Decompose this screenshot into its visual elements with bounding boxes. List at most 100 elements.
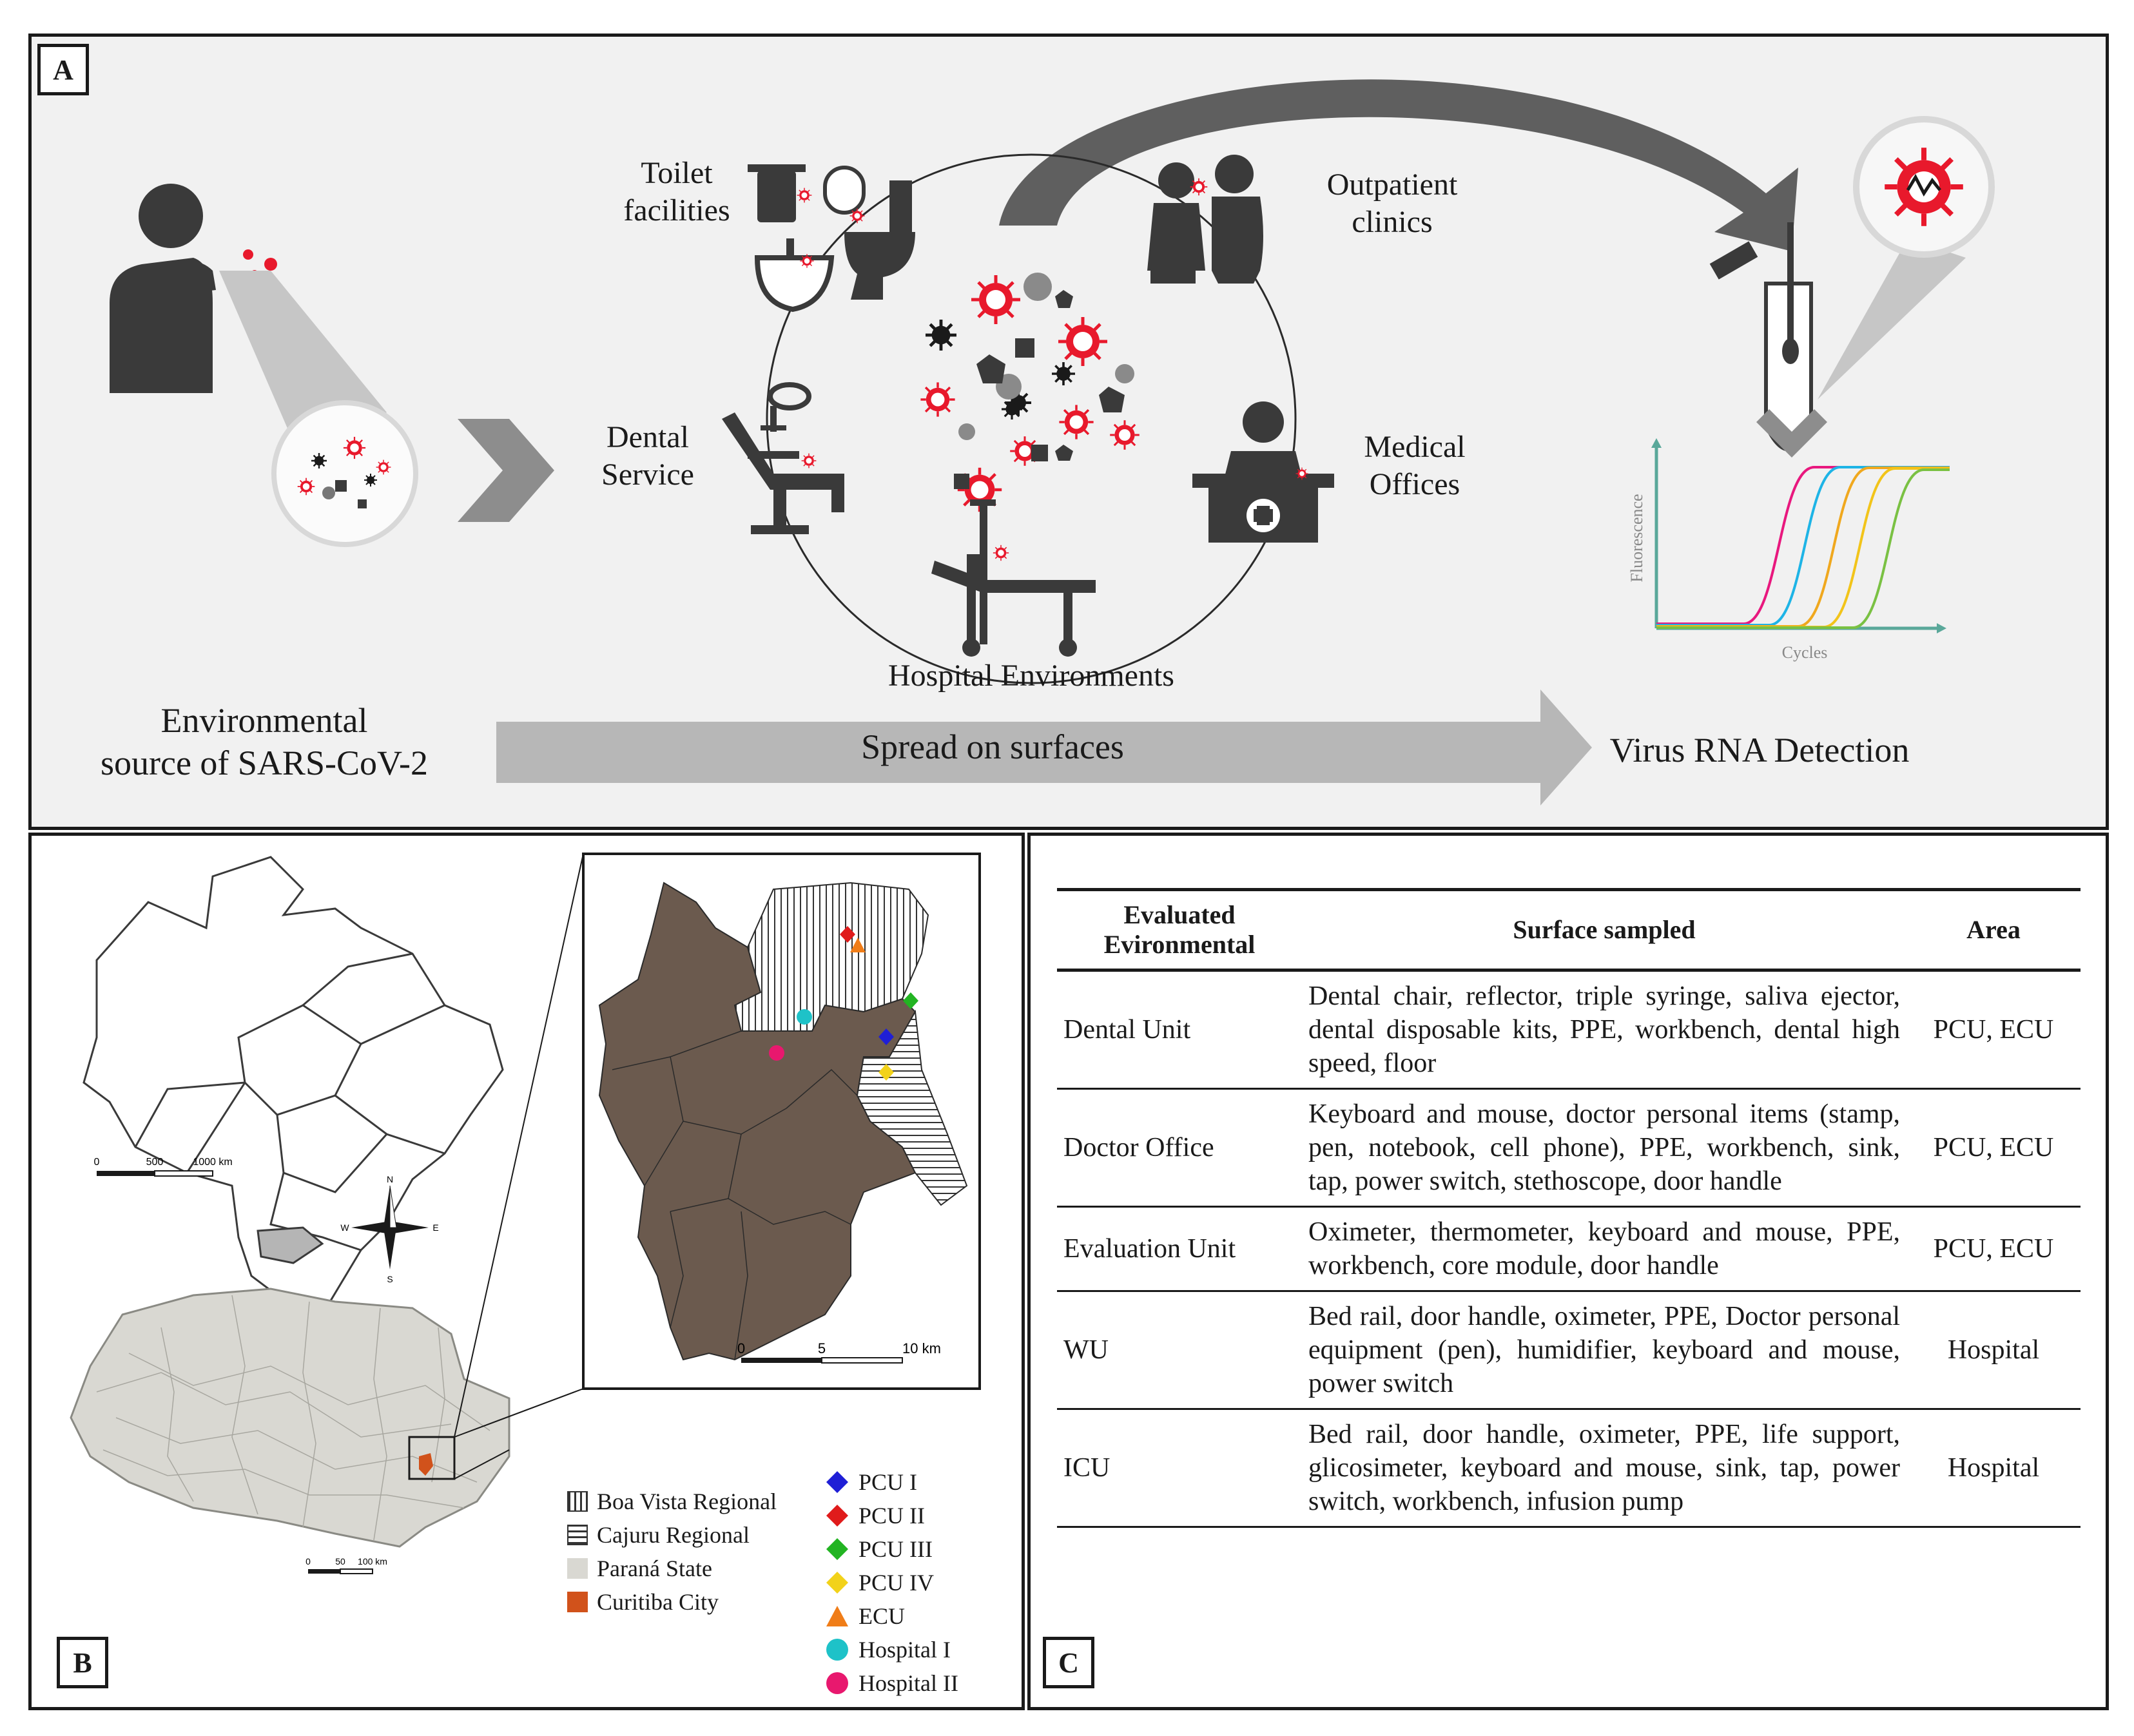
- scale-curitiba-5: 5: [818, 1340, 826, 1356]
- marker-pcu-iv: [878, 1064, 894, 1081]
- cell-surface: Keyboard and mouse, doctor personal item…: [1302, 1088, 1906, 1208]
- cell-surface: Dental chair, reflector, triple syringe,…: [1302, 970, 1906, 1090]
- scale-bar-brazil: [97, 1170, 213, 1177]
- compass-e: E: [432, 1222, 438, 1233]
- scale-brazil-500: 500: [146, 1157, 164, 1168]
- label-spread: Spread on surfaces: [861, 728, 1124, 766]
- medical-desk-icon: [1192, 401, 1334, 543]
- scale-parana-100: 100 km: [358, 1556, 387, 1567]
- label-hospital: Hospital Environments: [888, 659, 1174, 693]
- scale-bar-curitiba: [741, 1357, 903, 1364]
- legend-unit-label: PCU IV: [858, 1570, 935, 1596]
- legend-curitiba: Curitiba City: [567, 1589, 719, 1615]
- toilet-icon: [748, 164, 915, 313]
- curitiba-swatch: [567, 1592, 588, 1612]
- panel-c-tag: C: [1043, 1637, 1094, 1688]
- legend-unit-item: Hospital I: [825, 1637, 951, 1663]
- cycle-ring: [766, 153, 1297, 684]
- circle-marker-icon: [825, 1637, 849, 1662]
- table-row: Dental Unit Dental chair, reflector, tri…: [1057, 970, 2081, 1090]
- label-medical: Medical Offices: [1364, 430, 1466, 501]
- legend-boa-vista: Boa Vista Regional: [567, 1489, 777, 1514]
- legend-unit-item: PCU I: [825, 1469, 917, 1495]
- scale-curitiba-10: 10 km: [902, 1340, 941, 1356]
- label-toilet: Toilet facilities: [623, 156, 730, 227]
- cell-surface: Bed rail, door handle, oximeter, PPE, Do…: [1302, 1291, 1906, 1410]
- curitiba-inset-box: [408, 1436, 456, 1480]
- marker-hospital-ii: [769, 1045, 784, 1061]
- compass-w: W: [340, 1222, 349, 1233]
- marker-pcu-ii: [840, 926, 855, 943]
- legend-unit-item: PCU IV: [825, 1570, 934, 1596]
- panel-a-tag: A: [37, 44, 89, 95]
- diamond-marker-icon: [825, 1470, 849, 1494]
- chevron-down-icon: [1756, 409, 1827, 458]
- compass-s: S: [387, 1274, 393, 1284]
- zoom-cone-virus: [1818, 238, 1966, 400]
- scale-bar-parana: [308, 1568, 373, 1574]
- label-dental: Dental Service: [601, 420, 694, 492]
- parana-highlight: [257, 1226, 324, 1264]
- legend-label: Curitiba City: [597, 1589, 719, 1615]
- label-outpatient: Outpatient clinics: [1326, 168, 1458, 239]
- legend-unit-label: PCU III: [858, 1536, 933, 1562]
- spread-arrow: [496, 690, 1592, 805]
- cell-surface: Bed rail, door handle, oximeter, PPE, li…: [1302, 1409, 1906, 1528]
- marker-ecu: [850, 938, 866, 952]
- cell-env: ICU: [1057, 1409, 1302, 1528]
- cell-area: Hospital: [1906, 1291, 2081, 1410]
- legend-unit-label: PCU II: [858, 1503, 926, 1529]
- compass-n: N: [387, 1174, 393, 1184]
- cell-env: WU: [1057, 1291, 1302, 1410]
- cajuru-swatch: [567, 1525, 588, 1545]
- marker-hospital-i: [797, 1009, 812, 1025]
- legend-unit-item: PCU II: [825, 1503, 925, 1529]
- legend-unit-label: PCU I: [858, 1469, 918, 1495]
- table-row: WU Bed rail, door handle, oximeter, PPE,…: [1057, 1291, 2081, 1410]
- legend-unit-item: ECU: [825, 1603, 905, 1629]
- table-row: Evaluation Unit Oximeter, thermometer, k…: [1057, 1206, 2081, 1292]
- qpcr-amplification-plot: [1651, 438, 1950, 633]
- label-source: Environmental source of SARS-CoV-2: [100, 701, 429, 782]
- diamond-marker-icon: [825, 1537, 849, 1561]
- table-header-row: Evaluated Evironmental Surface sampled A…: [1057, 888, 2081, 972]
- coughing-person-icon: [110, 184, 216, 393]
- table-row: ICU Bed rail, door handle, oximeter, PPE…: [1057, 1409, 2081, 1528]
- legend-unit-item: Hospital II: [825, 1670, 958, 1696]
- table-row: Doctor Office Keyboard and mouse, doctor…: [1057, 1088, 2081, 1208]
- legend-unit-item: PCU III: [825, 1536, 933, 1562]
- boa-vista-swatch: [567, 1491, 588, 1512]
- cell-area: PCU, ECU: [1906, 1206, 2081, 1292]
- cell-area: PCU, ECU: [1906, 1088, 2081, 1208]
- scale-brazil-1000: 1000 km: [193, 1157, 232, 1168]
- legend-label: Cajuru Regional: [597, 1522, 750, 1548]
- legend-label: Boa Vista Regional: [597, 1489, 777, 1514]
- panel-b-tag: B: [57, 1637, 108, 1688]
- cajuru-region: [856, 1009, 968, 1206]
- scale-parana-0: 0: [306, 1556, 311, 1567]
- return-arc-arrow: [999, 79, 1798, 252]
- virus-cluster: [919, 273, 1141, 512]
- outpatient-doctor-icon: [1147, 155, 1263, 284]
- legend-cajuru: Cajuru Regional: [567, 1522, 750, 1548]
- header-surface: Surface sampled: [1302, 888, 1906, 972]
- cell-area: PCU, ECU: [1906, 970, 2081, 1090]
- droplet-zoom-circle: [271, 400, 418, 547]
- legend-parana: Paraná State: [567, 1556, 712, 1581]
- chevron-right-icon: [458, 419, 554, 522]
- marker-pcu-i: [878, 1028, 894, 1045]
- circle-marker-icon: [825, 1671, 849, 1695]
- surfaces-table: Evaluated Evironmental Surface sampled A…: [1057, 888, 2081, 1528]
- hospital-bed-icon: [931, 499, 1096, 657]
- legend-unit-label: Hospital II: [858, 1670, 958, 1696]
- cell-env: Doctor Office: [1057, 1088, 1302, 1208]
- label-detection: Virus RNA Detection: [1609, 731, 1910, 769]
- marker-pcu-iii: [903, 992, 918, 1009]
- scale-brazil-0: 0: [94, 1157, 100, 1168]
- diamond-marker-icon: [825, 1503, 849, 1528]
- legend-label: Paraná State: [597, 1556, 712, 1581]
- dental-chair-icon: [722, 382, 844, 534]
- header-env: Evaluated Evironmental: [1057, 888, 1302, 972]
